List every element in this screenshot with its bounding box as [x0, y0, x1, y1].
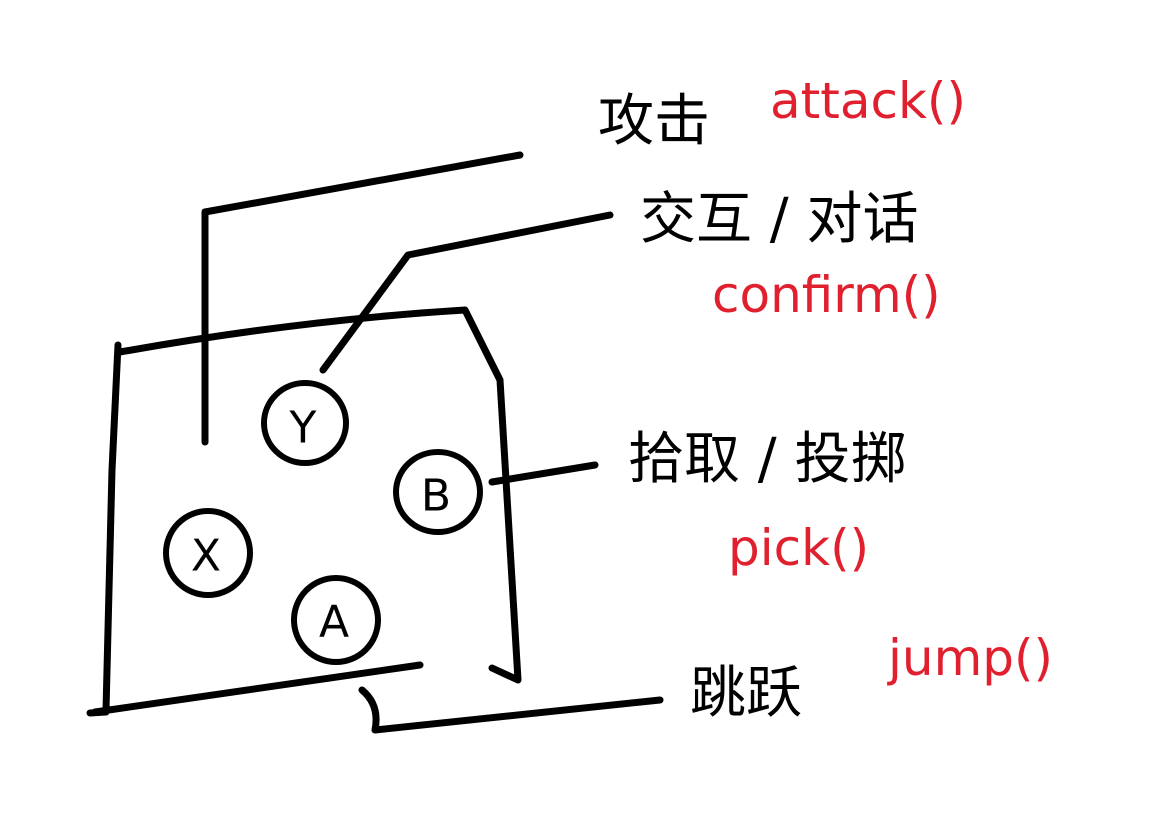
- pick-label: 拾取 / 投掷: [628, 427, 906, 492]
- button-b-letter: B: [421, 471, 451, 522]
- jump-leader-line: [358, 686, 664, 734]
- button-x-letter: X: [191, 531, 221, 582]
- jump-label: 跳跃: [690, 661, 802, 726]
- interact-label: 交互 / 对话: [640, 187, 918, 252]
- button-y-letter: Y: [289, 403, 317, 454]
- interact-leader-line: [319, 211, 614, 374]
- attack-function: attack(): [770, 72, 966, 130]
- interact-function: confirm(): [712, 266, 941, 324]
- pick-leader-line: [488, 461, 599, 486]
- button-x[interactable]: X: [163, 508, 253, 598]
- button-b[interactable]: B: [393, 449, 483, 535]
- pick-function: pick(): [728, 519, 869, 577]
- jump-function: jump(): [887, 629, 1053, 687]
- controller-outline: [86, 306, 522, 717]
- button-a-letter: A: [319, 597, 349, 648]
- button-a[interactable]: A: [291, 575, 381, 665]
- attack-label: 攻击: [598, 89, 710, 154]
- button-y[interactable]: Y: [261, 380, 349, 466]
- attack-leader-line: [201, 151, 524, 446]
